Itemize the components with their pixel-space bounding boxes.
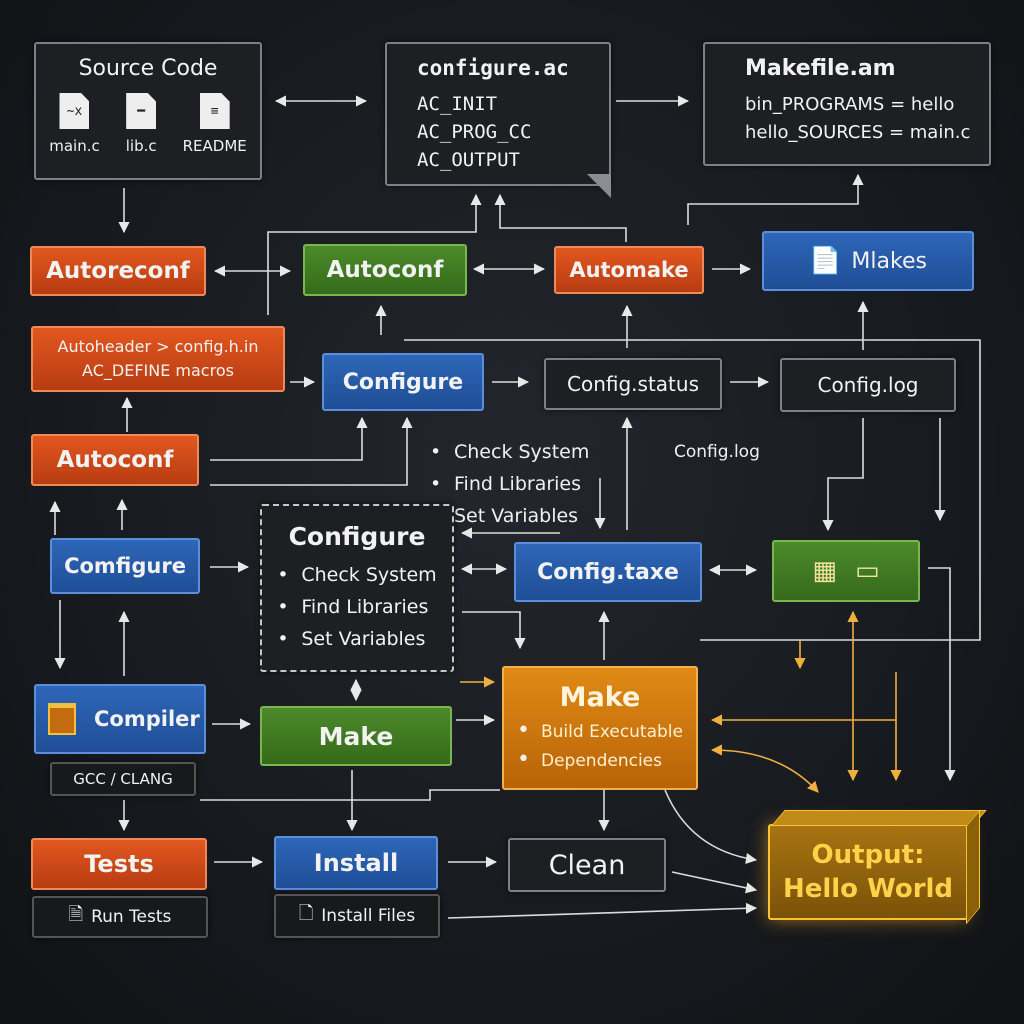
- configure-node[interactable]: Configure: [322, 353, 484, 411]
- configure-detail-panel: Configure Check System Find Libraries Se…: [260, 504, 454, 672]
- build-artifacts-node[interactable]: ▦ ▭: [772, 540, 920, 602]
- configure-detail-item: Check System: [277, 559, 436, 591]
- arrow-to-makefileam: [687, 173, 864, 225]
- autoheader-node[interactable]: Autoheader > config.h.in AC_DEFINE macro…: [31, 326, 285, 392]
- wire-top-right: [404, 339, 981, 641]
- code-line: AC_PROG_CC: [417, 121, 532, 143]
- autoconf-node-secondary[interactable]: Autoconf: [31, 434, 199, 486]
- make-detail-item: Dependencies: [517, 746, 683, 775]
- box-top-face: [771, 810, 987, 826]
- arrow-clean-output: [671, 871, 758, 894]
- configure-ac-title: configure.ac: [417, 56, 569, 80]
- file-readme[interactable]: ≡ README: [183, 93, 247, 155]
- arrow-installfiles-output: [447, 902, 758, 919]
- tests-node[interactable]: Tests: [31, 838, 207, 890]
- configure-detail-list: Check System Find Libraries Set Variable…: [277, 559, 436, 655]
- install-node[interactable]: Install: [274, 836, 438, 890]
- configure-detail-title: Configure: [288, 521, 426, 551]
- document-icon: 🗎: [68, 904, 84, 925]
- file-list: ~x main.c ━ lib.c ≡ README: [49, 93, 247, 155]
- code-line: bin_PROGRAMS = hello: [745, 94, 955, 115]
- floating-check-list: Check System Find Libraries Set Variable…: [430, 436, 589, 532]
- source-code-panel: Source Code ~x main.c ━ lib.c ≡ README: [34, 42, 262, 180]
- autoheader-line-1: Autoheader > config.h.in: [57, 337, 259, 356]
- arrow-center-make: [462, 611, 526, 650]
- make-detail-title: Make: [559, 681, 641, 713]
- file-copy-icon: 🗋: [298, 903, 314, 924]
- arrow-makeamber-output-curve: [710, 744, 819, 793]
- code-line: AC_OUTPUT: [417, 149, 520, 171]
- source-code-title: Source Code: [78, 56, 218, 81]
- clean-node[interactable]: Clean: [508, 838, 666, 892]
- box-side-face: [966, 809, 980, 925]
- file-lib-c[interactable]: ━ lib.c: [126, 93, 157, 155]
- code-file-icon: ━: [126, 93, 157, 129]
- file-name: README: [182, 137, 247, 155]
- configure-detail-item: Find Libraries: [277, 591, 436, 623]
- documents-icon: 📄: [809, 246, 842, 276]
- install-files-label: Install Files: [321, 906, 416, 926]
- makefile-am-panel: Makefile.am bin_PROGRAMS = hello hello_S…: [703, 42, 991, 166]
- mlakes-node[interactable]: 📄 Mlakes: [762, 231, 974, 291]
- makefile-am-title: Makefile.am: [745, 56, 896, 81]
- comfigure-node[interactable]: Comfigure: [50, 538, 200, 594]
- floating-list-item: Find Libraries: [430, 468, 589, 500]
- code-line: AC_INIT: [417, 93, 498, 115]
- file-name: main.c: [49, 137, 100, 155]
- file-name: lib.c: [125, 137, 157, 155]
- arrow-to-configureac-1: [267, 193, 482, 315]
- arrow-make-output-curve: [664, 789, 758, 865]
- make-detail-list: Build Executable Dependencies: [517, 717, 683, 775]
- configure-detail-item: Set Variables: [277, 623, 436, 655]
- autoheader-line-2: AC_DEFINE macros: [82, 361, 234, 380]
- arrow-to-configureac-2: [494, 193, 627, 242]
- output-line-2: Hello World: [782, 874, 954, 904]
- folder-arrow-icon: ▭: [855, 556, 880, 586]
- compiler-sub-label: GCC / CLANG: [50, 762, 196, 796]
- run-tests-node[interactable]: 🗎 Run Tests: [32, 896, 208, 938]
- modules-icon: ▦: [812, 556, 837, 586]
- automake-node[interactable]: Automake: [554, 246, 704, 294]
- floating-config-log-label: Config.log: [674, 442, 760, 462]
- arrow-autoconf2-configure: [210, 416, 368, 461]
- floating-list-item: Check System: [430, 436, 589, 468]
- fold-corner-icon: [587, 174, 611, 198]
- make-node[interactable]: Make: [260, 706, 452, 766]
- config-log-node[interactable]: Config.log: [780, 358, 956, 412]
- configure-ac-panel: configure.ac AC_INIT AC_PROG_CC AC_OUTPU…: [385, 42, 611, 198]
- wire-green-right: [928, 567, 956, 782]
- install-files-node[interactable]: 🗋 Install Files: [274, 894, 440, 938]
- compiler-label: Compiler: [94, 707, 200, 731]
- code-file-icon: ~x: [59, 93, 90, 129]
- run-tests-label: Run Tests: [91, 907, 172, 927]
- mlakes-label: Mlakes: [851, 248, 927, 274]
- file-main-c[interactable]: ~x main.c: [49, 93, 100, 155]
- trash-bin-icon: [48, 703, 76, 735]
- floating-list-item: Set Variables: [430, 500, 589, 532]
- autoconf-node[interactable]: Autoconf: [303, 244, 467, 296]
- config-status-node[interactable]: Config.status: [544, 358, 722, 410]
- output-node: Output: Hello World: [768, 809, 987, 925]
- wire-bottom-left: [200, 789, 500, 801]
- arrow-configlog-down: [822, 418, 864, 532]
- make-detail-item: Build Executable: [517, 717, 683, 746]
- make-detail-node[interactable]: Make Build Executable Dependencies: [502, 666, 698, 790]
- output-line-1: Output:: [811, 840, 925, 870]
- code-line: hello_SOURCES = main.c: [745, 122, 971, 143]
- arrow-mid-configure: [210, 416, 413, 486]
- config-taxe-node[interactable]: Config.taxe: [514, 542, 702, 602]
- compiler-node[interactable]: Compiler: [34, 684, 206, 754]
- autoreconf-node[interactable]: Autoreconf: [30, 246, 206, 296]
- text-file-icon: ≡: [199, 93, 230, 129]
